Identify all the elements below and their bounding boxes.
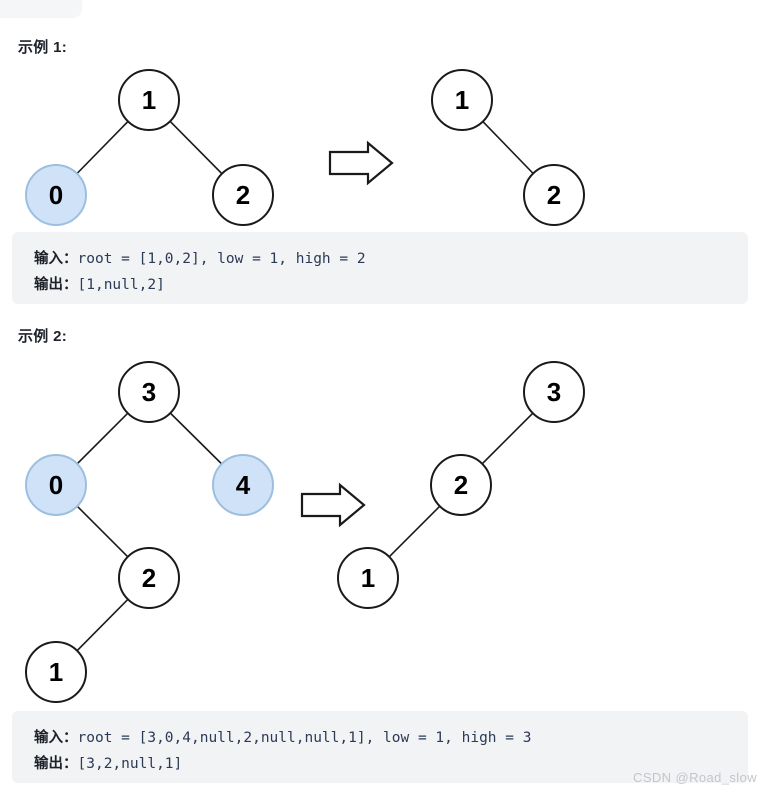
tree-node: 1 xyxy=(337,547,399,609)
input-label: 输入： xyxy=(34,251,78,267)
example-1-label: 示例 1: xyxy=(18,39,68,56)
output-value: [3,2,null,1] xyxy=(77,756,183,772)
example-2-output-line: 输出：[3,2,null,1] xyxy=(34,751,726,777)
tree-node: 2 xyxy=(212,164,274,226)
top-left-chip xyxy=(0,0,82,18)
right-arrow-icon xyxy=(300,482,366,528)
example-2-code-block: 输入：root = [3,0,4,null,2,null,null,1], lo… xyxy=(12,711,748,783)
tree-node-highlighted: 0 xyxy=(25,454,87,516)
example-1-code-block: 输入：root = [1,0,2], low = 1, high = 2 输出：… xyxy=(12,232,748,304)
tree-node: 1 xyxy=(118,69,180,131)
output-value: [1,null,2] xyxy=(77,277,165,293)
input-value: root = [1,0,2], low = 1, high = 2 xyxy=(77,251,366,267)
watermark: CSDN @Road_slow xyxy=(633,770,757,785)
output-label: 输出： xyxy=(34,756,78,772)
tree-node-highlighted: 0 xyxy=(25,164,87,226)
tree-node: 1 xyxy=(25,641,87,703)
input-label: 输入： xyxy=(34,730,78,746)
output-label: 输出： xyxy=(34,277,78,293)
tree-node: 2 xyxy=(118,547,180,609)
example-2-input-line: 输入：root = [3,0,4,null,2,null,null,1], lo… xyxy=(34,725,726,751)
tree-node: 3 xyxy=(523,361,585,423)
example-2-label: 示例 2: xyxy=(18,328,68,345)
input-value: root = [3,0,4,null,2,null,null,1], low =… xyxy=(77,730,532,746)
example-1-output-line: 输出：[1,null,2] xyxy=(34,272,726,298)
right-arrow-icon xyxy=(328,140,394,186)
tree-node: 2 xyxy=(523,164,585,226)
tree-node-highlighted: 4 xyxy=(212,454,274,516)
example-1-input-line: 输入：root = [1,0,2], low = 1, high = 2 xyxy=(34,246,726,272)
tree-node: 3 xyxy=(118,361,180,423)
tree-node: 1 xyxy=(431,69,493,131)
tree-node: 2 xyxy=(430,454,492,516)
